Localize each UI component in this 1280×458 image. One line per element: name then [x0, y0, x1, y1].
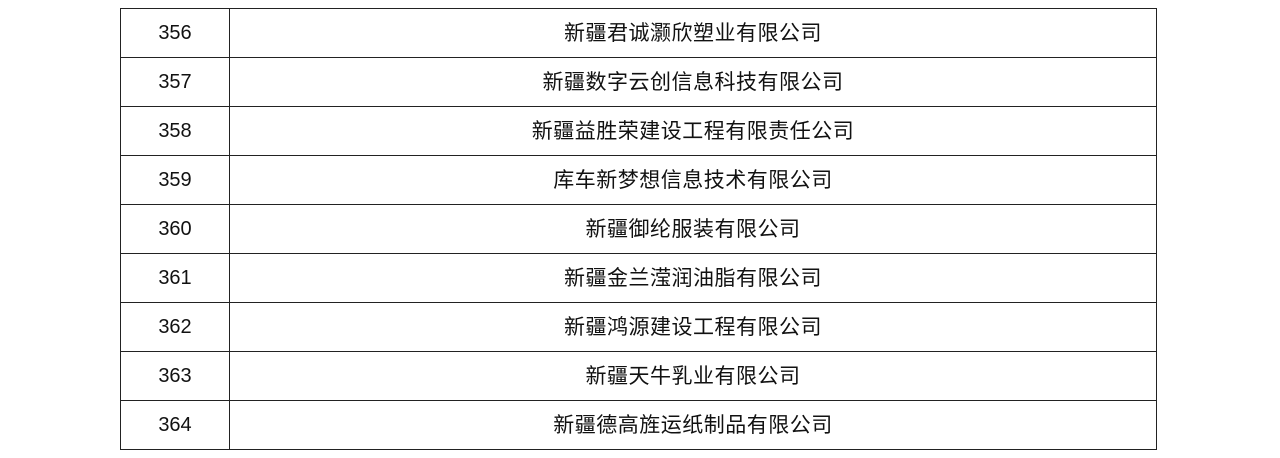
company-name-cell: 新疆德高旌运纸制品有限公司: [229, 400, 1157, 450]
row-number-cell: 359: [120, 155, 230, 205]
company-list-table-wrapper: 356 新疆君诚灏欣塑业有限公司 357 新疆数字云创信息科技有限公司 358 …: [120, 8, 1157, 450]
row-number-cell: 361: [120, 253, 230, 303]
table-row: 361 新疆金兰滢润油脂有限公司: [120, 253, 1157, 303]
company-name-cell: 新疆鸿源建设工程有限公司: [229, 302, 1157, 352]
company-name-cell: 新疆御纶服装有限公司: [229, 204, 1157, 254]
company-name-cell: 新疆数字云创信息科技有限公司: [229, 57, 1157, 107]
company-name-cell: 新疆益胜荣建设工程有限责任公司: [229, 106, 1157, 156]
table-row: 356 新疆君诚灏欣塑业有限公司: [120, 8, 1157, 58]
table-row: 363 新疆天牛乳业有限公司: [120, 351, 1157, 401]
row-number-cell: 358: [120, 106, 230, 156]
company-name-cell: 新疆金兰滢润油脂有限公司: [229, 253, 1157, 303]
table-row: 360 新疆御纶服装有限公司: [120, 204, 1157, 254]
row-number-cell: 363: [120, 351, 230, 401]
row-number-cell: 364: [120, 400, 230, 450]
company-name-cell: 库车新梦想信息技术有限公司: [229, 155, 1157, 205]
table-row: 357 新疆数字云创信息科技有限公司: [120, 57, 1157, 107]
company-name-cell: 新疆天牛乳业有限公司: [229, 351, 1157, 401]
row-number-cell: 357: [120, 57, 230, 107]
table-row: 362 新疆鸿源建设工程有限公司: [120, 302, 1157, 352]
company-name-cell: 新疆君诚灏欣塑业有限公司: [229, 8, 1157, 58]
company-list-table: 356 新疆君诚灏欣塑业有限公司 357 新疆数字云创信息科技有限公司 358 …: [120, 8, 1157, 450]
row-number-cell: 362: [120, 302, 230, 352]
table-row: 358 新疆益胜荣建设工程有限责任公司: [120, 106, 1157, 156]
row-number-cell: 360: [120, 204, 230, 254]
table-row: 364 新疆德高旌运纸制品有限公司: [120, 400, 1157, 450]
row-number-cell: 356: [120, 8, 230, 58]
table-row: 359 库车新梦想信息技术有限公司: [120, 155, 1157, 205]
